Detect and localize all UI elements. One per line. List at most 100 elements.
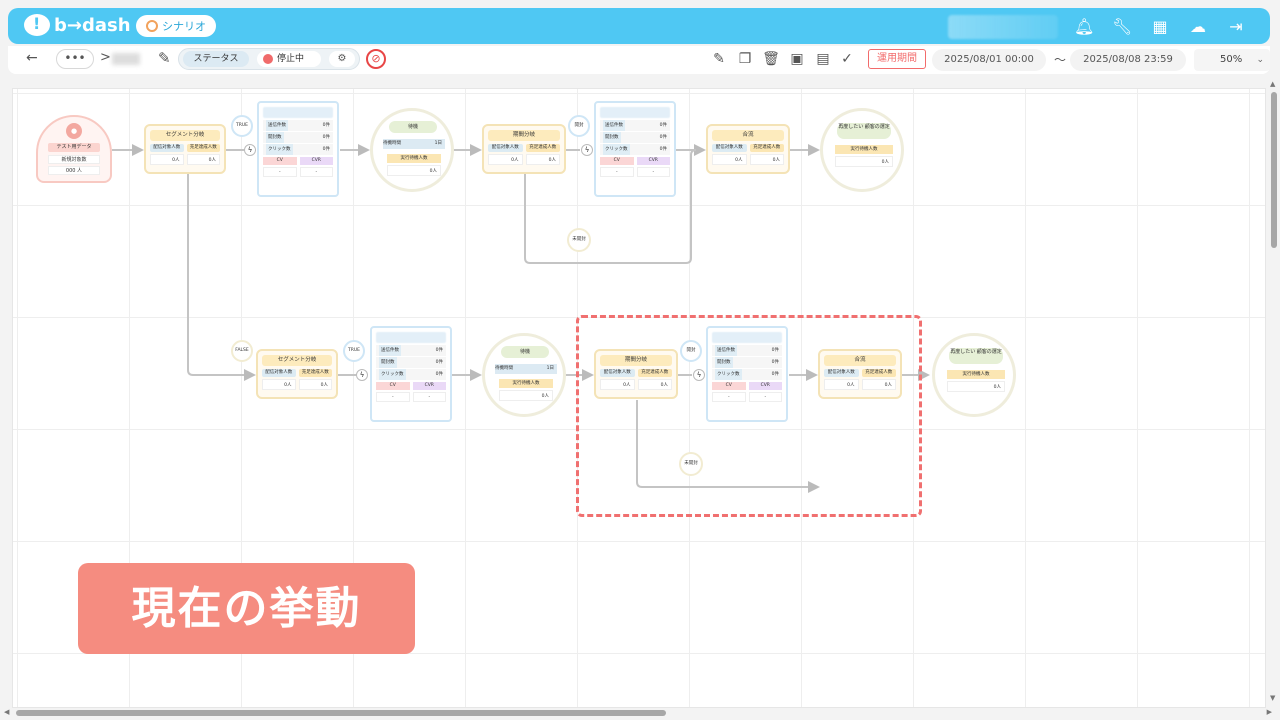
- copy-icon[interactable]: ❐: [738, 51, 752, 67]
- start-node-sub: 新規対象数: [48, 155, 100, 164]
- connector: [187, 174, 256, 381]
- section-pill[interactable]: シナリオ: [136, 15, 216, 37]
- cv-value: -: [600, 167, 634, 177]
- logo-mark-icon: [24, 14, 50, 36]
- stat-label: クリック数: [266, 144, 293, 155]
- status-label: ステータス: [183, 51, 249, 67]
- col-label: 充足達成人数: [298, 369, 332, 377]
- col-value: 0人: [824, 379, 859, 390]
- col-value: 0人: [262, 379, 296, 390]
- goal-label: 実行待機人数: [835, 145, 893, 154]
- status-value[interactable]: 停止中: [257, 51, 321, 67]
- goal-node[interactable]: 再度したい 顧客の選定 実行待機人数 0人: [932, 333, 1016, 417]
- breadcrumb-more[interactable]: •••: [56, 49, 94, 69]
- prohibited-icon[interactable]: ⊘: [366, 49, 386, 69]
- goal-node[interactable]: 再度したい 顧客の選定 実行待機人数 0人: [820, 108, 904, 192]
- zoom-value: 50%: [1220, 54, 1243, 65]
- bolt-icon: ϟ: [244, 144, 256, 156]
- account-name-blurred: [948, 15, 1058, 39]
- document-icon[interactable]: ▤: [816, 51, 830, 67]
- status-settings-icon[interactable]: ⚙: [329, 51, 355, 67]
- back-arrow-icon[interactable]: ←: [26, 50, 38, 66]
- stat-label: クリック数: [603, 144, 630, 155]
- cloud-icon[interactable]: ☁: [1190, 17, 1206, 36]
- cvr-value: -: [748, 392, 782, 402]
- scroll-thumb[interactable]: [16, 710, 666, 716]
- scroll-down-icon[interactable]: ▼: [1270, 694, 1276, 702]
- col-value: 0人: [186, 154, 220, 165]
- stat-label: 送信件数: [266, 120, 288, 131]
- goal-label: 実行待機人数: [947, 370, 1005, 379]
- col-value: 0人: [525, 154, 560, 165]
- scroll-thumb[interactable]: [1271, 92, 1277, 248]
- message-name-blurred: [600, 107, 670, 118]
- col-value: 0人: [637, 379, 672, 390]
- people-icon: ●: [66, 123, 82, 139]
- wait-row-label: 待機時間: [495, 366, 513, 371]
- start-node-title: テスト用データ: [48, 143, 100, 152]
- scroll-up-icon[interactable]: ▲: [1270, 80, 1276, 88]
- edit-icon[interactable]: ✎: [713, 51, 725, 67]
- archive-icon[interactable]: ▣: [790, 51, 804, 67]
- stat-value: 0件: [659, 135, 667, 140]
- bell-icon[interactable]: 🔔︎: [1074, 17, 1095, 36]
- app-logo[interactable]: b→dash: [24, 14, 131, 36]
- wait-title: 待機: [389, 121, 437, 133]
- scroll-left-icon[interactable]: ◀: [4, 708, 10, 716]
- logout-icon[interactable]: ⇥: [1229, 17, 1243, 36]
- zoom-select[interactable]: 50% ⌄: [1194, 49, 1270, 71]
- wait-label: 実行待機人数: [387, 154, 441, 163]
- start-date-field[interactable]: 2025/08/01 00:00: [932, 49, 1046, 71]
- end-date-field[interactable]: 2025/08/08 23:59: [1070, 49, 1186, 71]
- col-label: 充足達成人数: [637, 369, 672, 377]
- bolt-icon: ϟ: [693, 369, 705, 381]
- wrench-icon[interactable]: 🔧︎: [1112, 17, 1133, 36]
- check-circle-icon[interactable]: ✓: [841, 51, 853, 67]
- col-label: 配信対象人数: [488, 144, 523, 152]
- wait-label: 実行待機人数: [499, 379, 553, 388]
- start-node[interactable]: ● テスト用データ 新規対象数 000 人: [36, 115, 112, 183]
- cv-label: CV: [263, 157, 297, 165]
- col-label: 配信対象人数: [712, 144, 747, 152]
- date-range-tilde: 〜: [1054, 53, 1067, 67]
- stat-value: 0件: [435, 360, 443, 365]
- stat-value: 0件: [659, 147, 667, 152]
- start-node-count: 000 人: [48, 166, 100, 175]
- cv-label: CV: [600, 157, 634, 165]
- cvr-label: CVR: [636, 157, 670, 165]
- trash-icon[interactable]: 🗑︎: [762, 51, 780, 67]
- edit-name-icon[interactable]: ✎: [158, 49, 171, 67]
- grid-icon[interactable]: ▦: [1152, 17, 1168, 36]
- chevron-down-icon: ⌄: [1256, 55, 1264, 65]
- horizontal-scrollbar[interactable]: ◀ ▶: [4, 708, 1272, 718]
- scroll-right-icon[interactable]: ▶: [1266, 708, 1272, 716]
- period-button[interactable]: 運用期間: [868, 49, 926, 69]
- col-value: 0人: [712, 154, 747, 165]
- col-label: 充足達成人数: [861, 369, 896, 377]
- stat-value: 0件: [659, 123, 667, 128]
- vertical-scrollbar[interactable]: ▲ ▼: [1270, 80, 1278, 708]
- col-label: 充足達成人数: [749, 144, 784, 152]
- highlight-box: [576, 315, 922, 517]
